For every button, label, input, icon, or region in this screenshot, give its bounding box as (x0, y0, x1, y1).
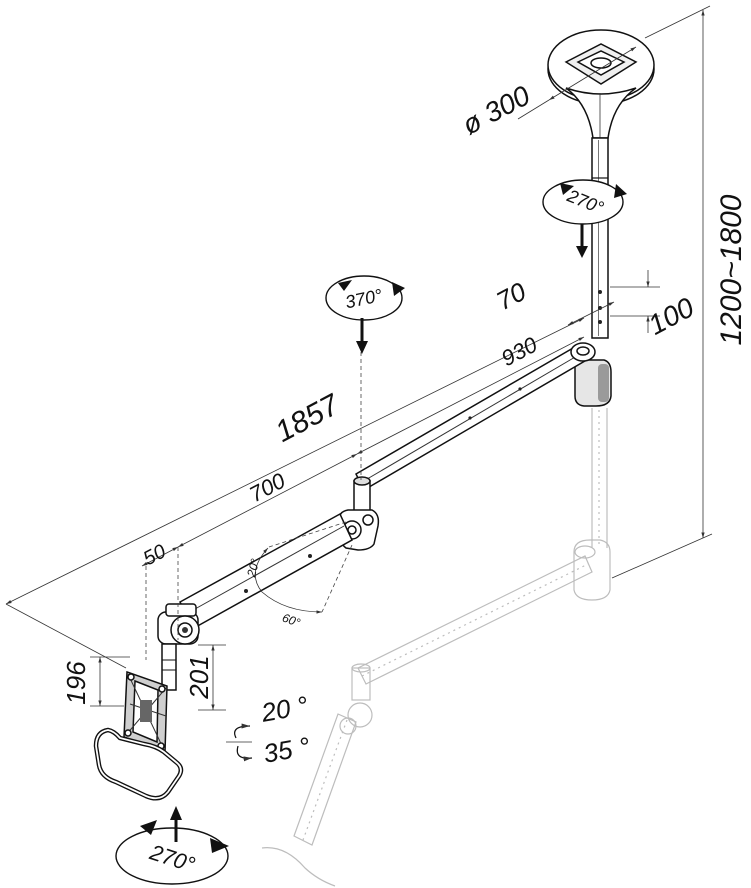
dimension-line-700 (177, 453, 358, 548)
elbow-tilt-reference-down (321, 544, 353, 613)
upper-arm (355, 343, 592, 492)
label-length-1857: 1857 (270, 388, 346, 449)
label-diameter: ø 300 (457, 79, 535, 140)
label-elbow-tilt-up: 20° (244, 557, 263, 579)
elbow-tilt-reference-up (265, 521, 347, 549)
lower-arm (178, 512, 353, 630)
diameter-extension (517, 99, 550, 120)
vesa-bracket (123, 670, 168, 754)
label-offset-70: 70 (491, 276, 531, 316)
shoulder-joint (570, 342, 596, 362)
label-height-range: 1200~1800 (715, 194, 748, 345)
elbow-tilt-arc (254, 547, 323, 614)
vertical-pole (591, 137, 609, 339)
extension-line-left (5, 603, 127, 669)
label-offset-100: 100 (643, 291, 699, 341)
label-head-tilt-down: 35 ° (261, 731, 312, 769)
label-offset-50: 50 (140, 540, 170, 570)
handle (93, 727, 184, 801)
vertical-stub (161, 643, 177, 691)
tilt-head (157, 603, 200, 645)
label-height-196: 196 (61, 661, 91, 705)
dimension-line-diameter (548, 46, 637, 101)
extension-line-height-bottom (611, 533, 713, 579)
label-head-tilt-up: 20 ° (258, 690, 310, 728)
label-elbow-tilt-down: 60° (280, 611, 302, 630)
dimension-lines (5, 5, 713, 711)
pole-clamp (574, 359, 612, 407)
label-length-700: 700 (245, 468, 290, 508)
extension-line-height-top (644, 5, 711, 39)
head-rotation-symbol (115, 806, 229, 885)
head-tilt-symbol (226, 723, 253, 762)
ceiling-cone (565, 87, 637, 139)
dimension-labels: ø 300 270° 1200~1800 370° 70 100 930 185… (61, 79, 748, 877)
label-height-201: 201 (184, 655, 214, 699)
ceiling-plate (547, 29, 655, 105)
arm-rotation-symbol (325, 275, 405, 354)
label-length-930: 930 (497, 332, 542, 372)
dimension-line-930 (356, 336, 585, 455)
ghost-lowered-arm (261, 408, 611, 887)
dimension-line-70 (567, 301, 615, 326)
pole-rotation-symbol (542, 179, 627, 258)
dimension-line-50 (141, 546, 179, 567)
